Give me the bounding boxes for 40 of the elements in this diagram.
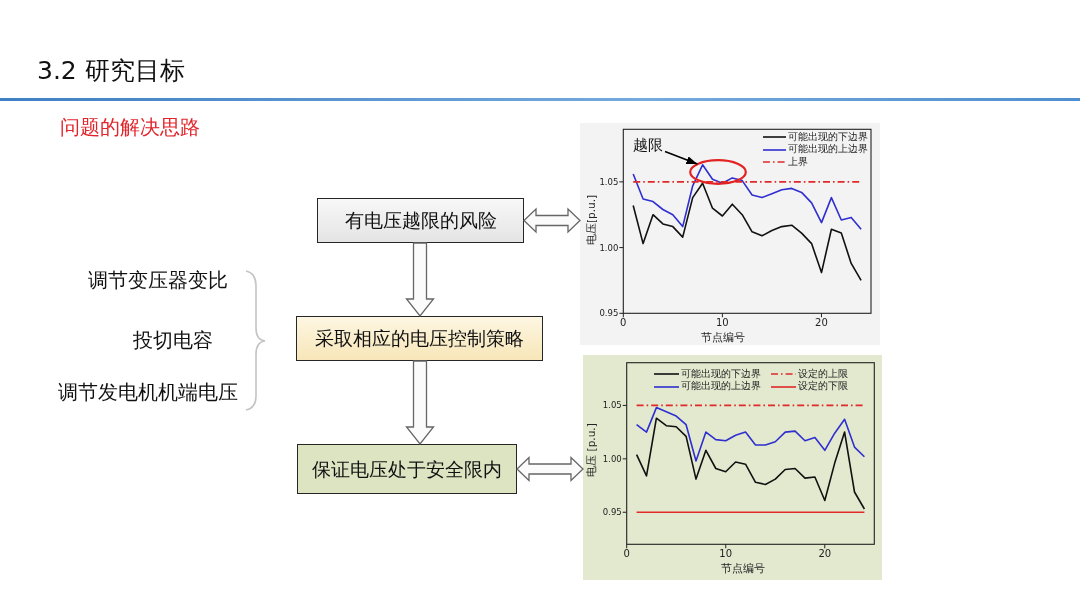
process-box: 采取相应的电压控制策略 [296,316,543,361]
callout-text: 越限 [631,135,665,155]
tick-label: 10 [716,317,729,330]
legend-text: 可能出现的下边界 [788,130,868,143]
axis-title: 节点编号 [721,561,765,575]
leader-arrow [664,150,699,165]
axis-title: 节点编号 [701,330,745,344]
double-arrow [523,207,581,234]
hollow-arrow [405,242,435,318]
legend-text: 可能出现的上边界 [788,143,868,156]
tick-label: 0.95 [599,307,619,320]
tick-label: 1.05 [599,175,619,188]
legend-text: 上界 [788,155,808,169]
tick-label: 0 [620,317,627,330]
option-text: 调节发电机机端电压 [58,380,238,404]
hollow-arrow [405,360,435,446]
highlight-ellipse [689,159,747,185]
process-box: 保证电压处于安全限内 [297,444,517,494]
tick-label: 0.95 [602,506,622,519]
tick-label: 1.00 [599,241,619,254]
tick-label: 10 [719,548,733,561]
legend-text: 可能出现的上边界 [680,380,761,394]
option-text: 投切电容 [133,328,213,352]
axis-title: 电压[p.u.] [585,194,597,246]
legend-text: 设定的下限 [797,380,848,394]
process-box: 有电压越限的风险 [317,198,524,243]
chart-panel [583,355,882,580]
chart-panel [580,123,880,345]
legend-text: 设定的上限 [797,367,848,380]
tick-label: 20 [815,317,828,330]
double-arrow [516,455,584,483]
section-heading: 问题的解决思路 [60,115,200,139]
option-text: 调节变压器变比 [88,268,228,292]
legend-text: 可能出现的下边界 [680,367,761,380]
slide-title: 3.2 研究目标 [37,56,185,86]
tick-label: 20 [818,548,832,561]
tick-label: 1.05 [602,399,622,412]
tick-label: 1.00 [602,452,622,465]
tick-label: 0 [623,548,630,561]
axis-title: 电压 [p.u.] [585,423,597,477]
